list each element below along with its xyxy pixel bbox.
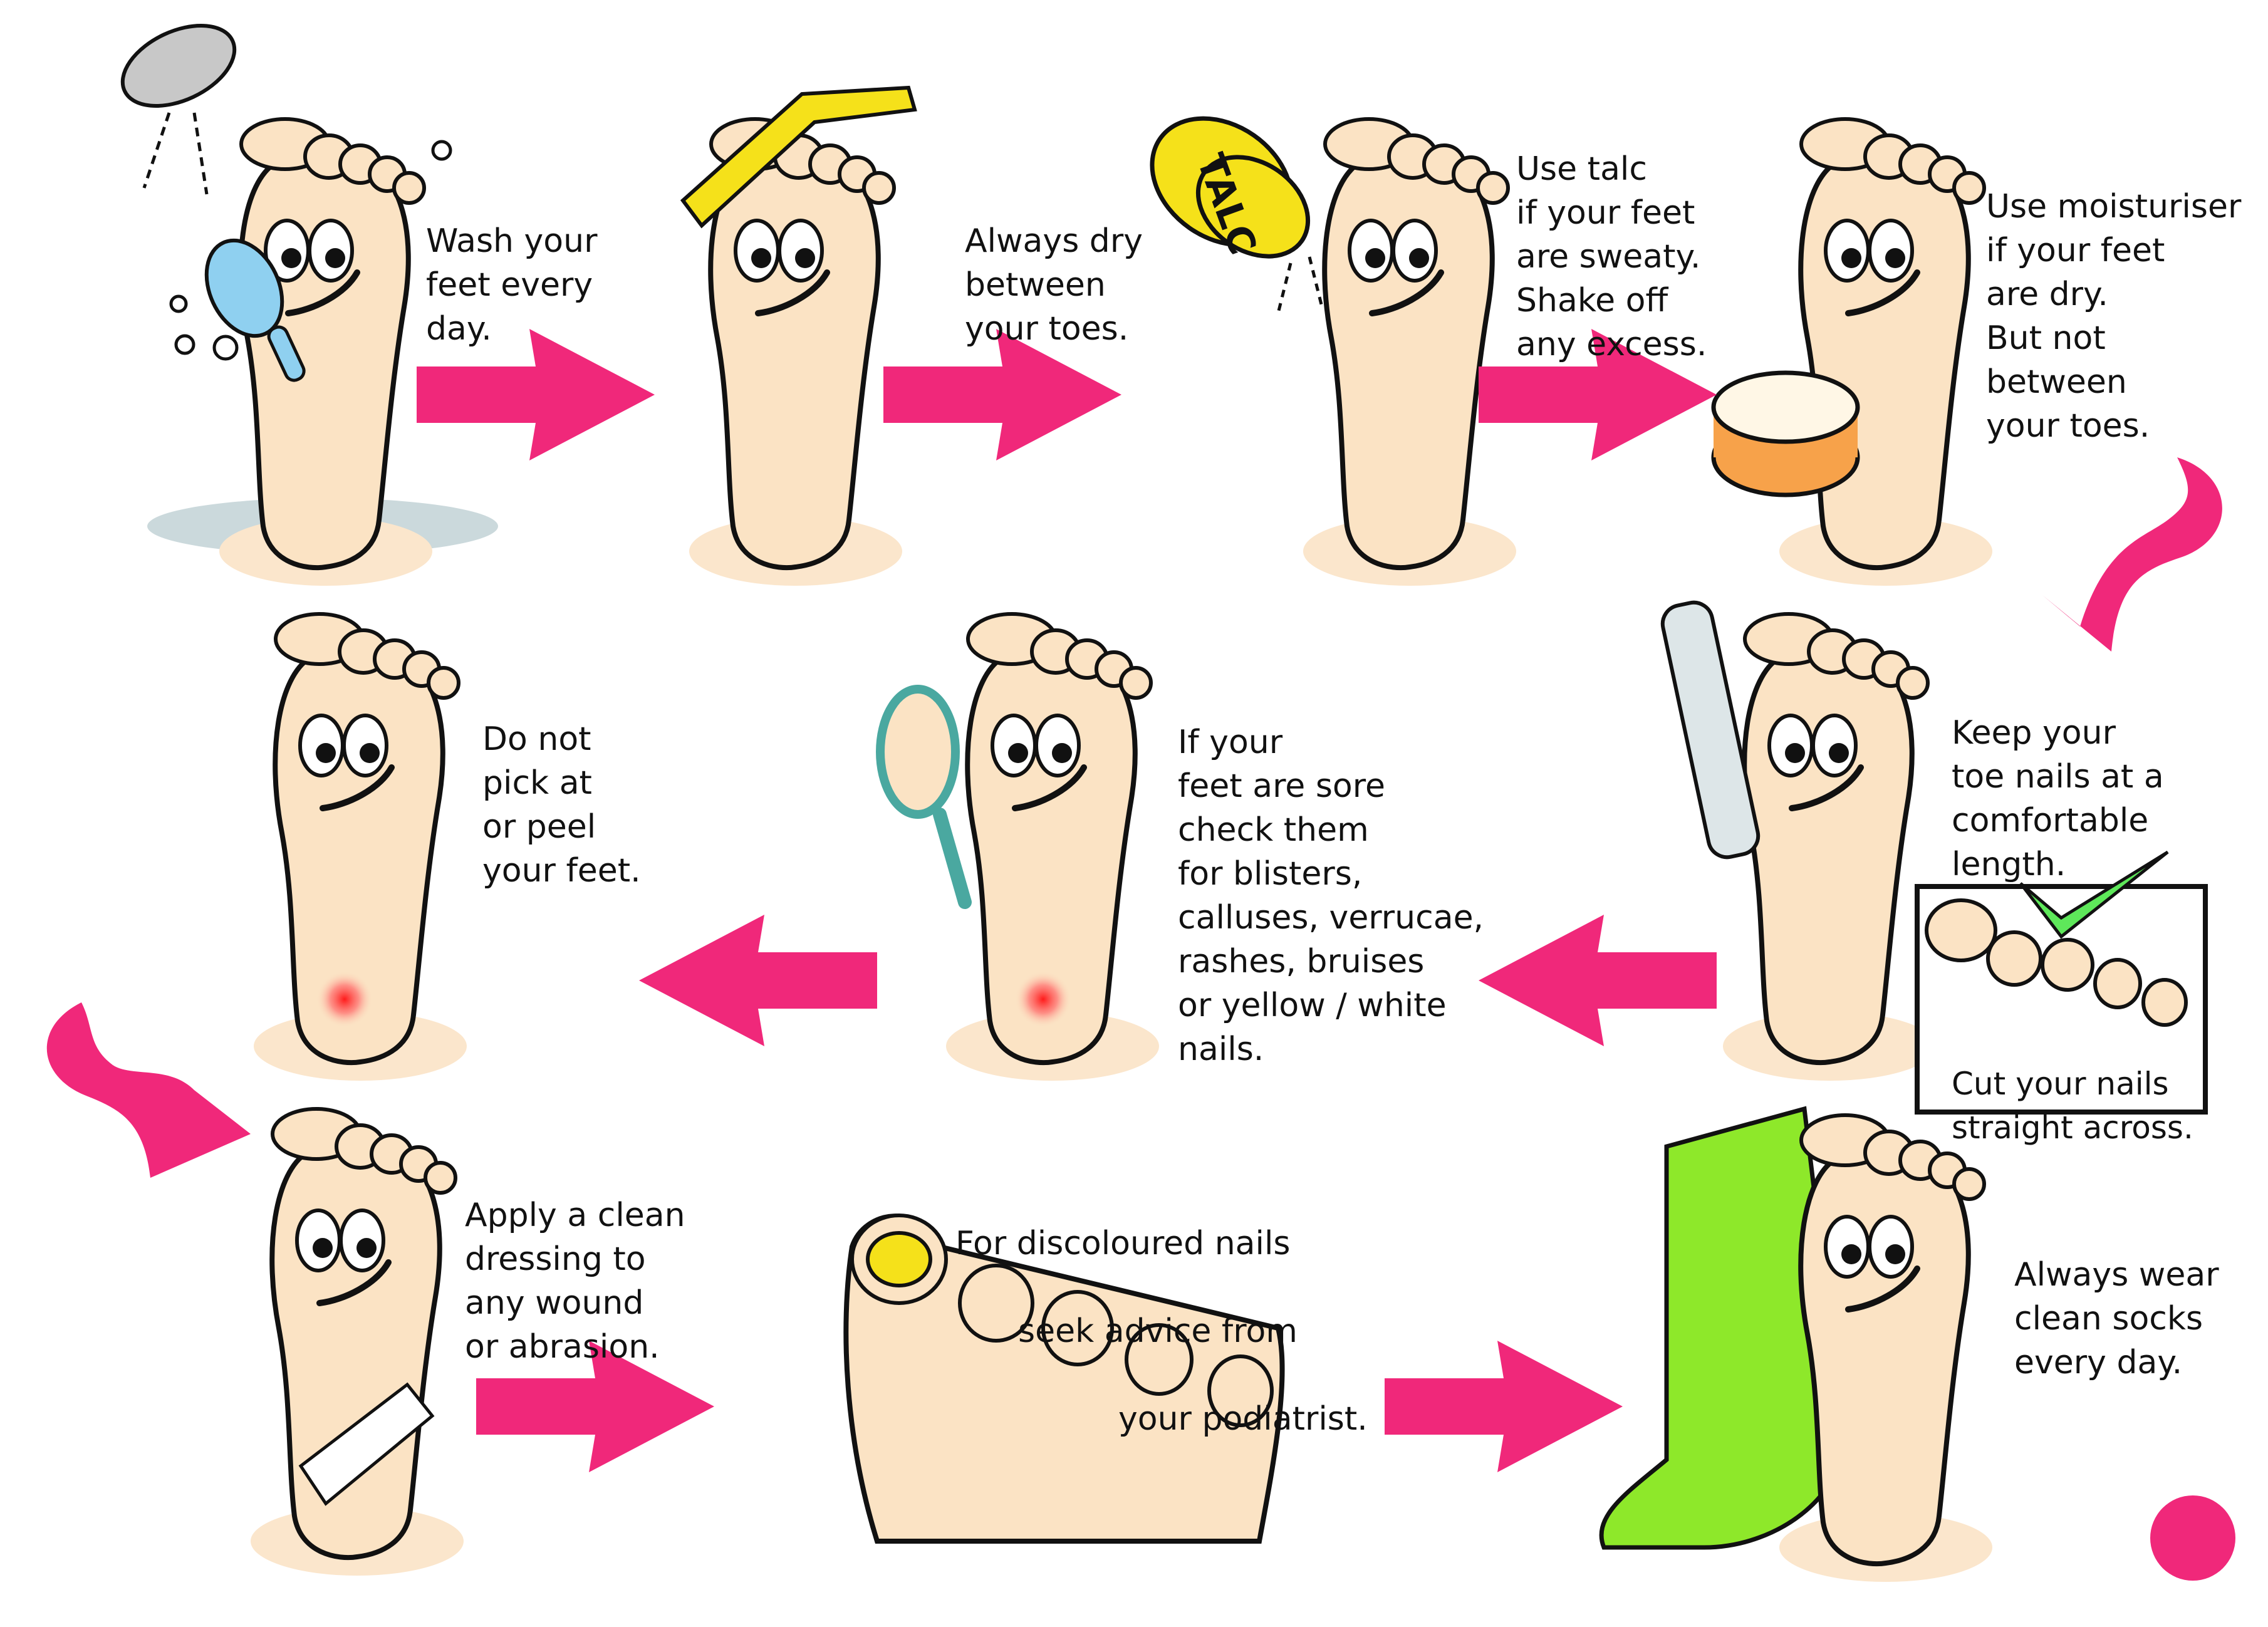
arrow-7 bbox=[1385, 1341, 1623, 1472]
shower-head-icon bbox=[120, 23, 237, 195]
cream-jar-icon bbox=[1711, 370, 1860, 497]
arrow-3 bbox=[1479, 329, 1717, 460]
nail-file-icon bbox=[1660, 600, 1761, 860]
foot-sore bbox=[876, 614, 1159, 1081]
foot-socks bbox=[1599, 1106, 1992, 1582]
arrow-curve-right bbox=[2042, 457, 2222, 652]
mirror-icon bbox=[876, 685, 960, 819]
foot-talc: TALC bbox=[1150, 92, 1516, 586]
foot-moisturise bbox=[1711, 119, 1992, 586]
arrow-5 bbox=[639, 915, 877, 1046]
towel-icon bbox=[680, 85, 917, 229]
talc-tin-icon: TALC bbox=[1150, 116, 1324, 314]
scrub-brush-icon bbox=[204, 238, 306, 382]
tick-icon bbox=[2019, 850, 2169, 939]
arrow-curve-left bbox=[46, 1002, 251, 1178]
foot-wash bbox=[120, 23, 498, 586]
foot-pick bbox=[254, 614, 467, 1081]
foot-dressing bbox=[251, 1109, 464, 1576]
arrow-1 bbox=[417, 329, 655, 460]
arrow-6 bbox=[476, 1341, 714, 1472]
caption-discoloured: For discoloured nails seek advice from y… bbox=[955, 1225, 1368, 1438]
end-dot bbox=[2150, 1495, 2235, 1581]
foot-dry bbox=[680, 85, 917, 586]
arrow-2 bbox=[883, 329, 1121, 460]
foot-nails bbox=[1660, 600, 1936, 1081]
toes-discoloured bbox=[843, 1214, 1285, 1544]
cut-nails-inset bbox=[1915, 850, 2208, 1115]
arrow-4 bbox=[1479, 915, 1717, 1046]
bandage-icon bbox=[298, 1382, 435, 1506]
